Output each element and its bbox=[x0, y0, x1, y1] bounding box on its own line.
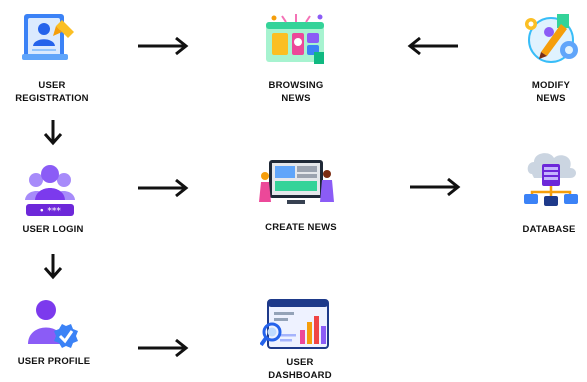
id-card-form-icon bbox=[22, 14, 74, 60]
svg-text:• ***: • *** bbox=[39, 207, 61, 217]
analytics-dashboard-icon bbox=[260, 299, 329, 349]
label-browsing-news: BROWSING NEWS bbox=[268, 80, 324, 104]
label-user-registration: USER REGISTRATION bbox=[15, 80, 89, 104]
verified-user-icon bbox=[28, 300, 78, 348]
label-create-news: CREATE NEWS bbox=[265, 222, 337, 233]
users-password-icon: • *** bbox=[25, 165, 75, 217]
label-user-profile: USER PROFILE bbox=[17, 356, 91, 367]
arrow-login-to-create bbox=[138, 178, 189, 198]
arrow-profile-to-dashboard bbox=[138, 338, 189, 358]
label-modify-news: MODIFY NEWS bbox=[531, 80, 571, 104]
label-user-dashboard: USER DASHBOARD bbox=[268, 357, 332, 381]
arrow-registration-to-browsing bbox=[138, 36, 189, 56]
label-user-login: USER LOGIN bbox=[22, 224, 84, 235]
arrow-login-to-profile bbox=[43, 254, 63, 280]
arrow-registration-to-login bbox=[43, 120, 63, 146]
cloud-database-icon bbox=[524, 153, 578, 206]
content-creation-icon bbox=[259, 160, 334, 204]
arrow-create-to-database bbox=[410, 177, 461, 197]
edit-pencil-gear-icon bbox=[525, 14, 578, 63]
news-browser-icon bbox=[266, 14, 324, 64]
arrow-modify-to-browsing bbox=[407, 36, 458, 56]
label-database: DATABASE bbox=[522, 224, 576, 235]
